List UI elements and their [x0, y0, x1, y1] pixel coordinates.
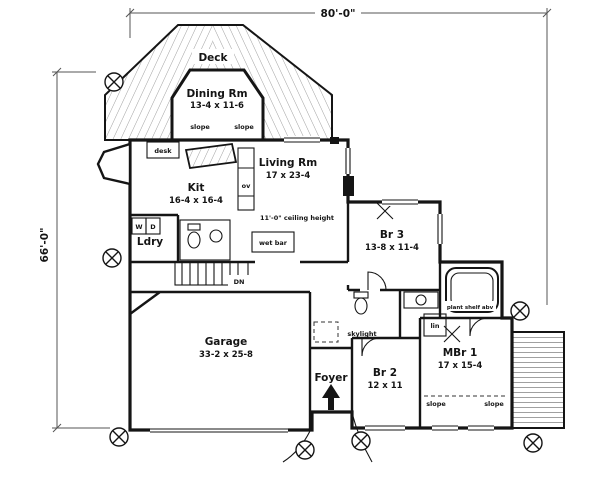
right-deck — [511, 331, 565, 429]
linen-label: lin — [430, 322, 439, 330]
height-dimension: 66'-0" — [39, 228, 51, 263]
wall-jamb — [330, 137, 339, 144]
post-marker — [102, 248, 122, 268]
annotations: slope slope desk ov W D wet bar skylight… — [135, 123, 504, 408]
kitchen-label: Kit — [188, 182, 205, 194]
desk-label: desk — [154, 147, 172, 155]
skylight-box — [313, 321, 339, 343]
skylight-label: skylight — [347, 330, 376, 338]
kitchen-size: 16-4 x 16-4 — [169, 196, 223, 206]
living-label: Living Rm — [259, 157, 317, 169]
slope-label-mbr-right: slope — [484, 400, 504, 408]
door-arc-br3 — [367, 271, 387, 291]
post-marker — [523, 433, 543, 453]
door-arc-br2 — [361, 337, 381, 357]
garage-label: Garage — [205, 336, 248, 348]
vanity — [403, 291, 439, 309]
wet-bar-label: wet bar — [259, 239, 288, 247]
kitchen-island — [184, 143, 238, 169]
dryer-label: D — [150, 223, 156, 231]
post-marker — [104, 72, 124, 92]
entry-arrow — [322, 384, 340, 410]
slope-label-mbr-left: slope — [426, 400, 446, 408]
stairs-down-label: DN — [234, 278, 245, 286]
br2-size: 12 x 11 — [367, 381, 402, 391]
br3-label: Br 3 — [380, 229, 404, 241]
slope-label-dining-right: slope — [234, 123, 254, 131]
room-labels: Deck Dining Rm 13-4 x 11-6 Living Rm 17 … — [137, 49, 482, 391]
dining-label: Dining Rm — [186, 88, 247, 100]
post-marker — [351, 431, 371, 451]
door-arc-mbr — [469, 317, 489, 337]
toilet-1 — [187, 231, 201, 249]
sink-2 — [415, 294, 427, 306]
toilet-tank-2 — [353, 291, 369, 299]
mbr1-size: 17 x 15-4 — [438, 361, 483, 371]
dryer-box — [145, 217, 161, 235]
garage-size: 33-2 x 25-8 — [199, 350, 253, 360]
post-markers — [102, 72, 543, 460]
deck-label: Deck — [198, 52, 228, 64]
wet-bar-counter — [251, 231, 295, 253]
sink-1 — [209, 229, 223, 243]
toilet-2 — [354, 297, 368, 315]
dining-size: 13-4 x 11-6 — [190, 101, 244, 111]
washer-label: W — [135, 223, 142, 231]
br3-size: 13-8 x 11-4 — [365, 243, 419, 253]
post-marker — [295, 440, 315, 460]
width-dimension: 80'-0" — [321, 8, 356, 20]
br2-label: Br 2 — [373, 367, 397, 379]
left-bay-window — [96, 142, 132, 186]
house-outline — [96, 138, 514, 432]
desk — [146, 141, 180, 159]
powder-room — [179, 219, 231, 261]
oven-label: ov — [242, 182, 251, 190]
tub — [445, 267, 499, 313]
living-ceiling-note: 11'-0" ceiling height — [260, 214, 334, 222]
plant-shelf-label: plant shelf abv — [447, 305, 494, 311]
post-marker — [109, 427, 129, 447]
dimension-lines: 80'-0" 66'-0" — [39, 6, 552, 433]
post-marker — [510, 301, 530, 321]
doors-windows — [150, 136, 494, 434]
stairs: DN — [174, 261, 250, 286]
foyer-label: Foyer — [314, 372, 348, 384]
slope-label-dining-left: slope — [190, 123, 210, 131]
interior-walls — [129, 202, 502, 430]
oven-cabinet — [237, 147, 255, 211]
toilet-tank-1 — [187, 223, 201, 231]
living-size: 17 x 23-4 — [266, 171, 311, 181]
laundry-label: Ldry — [137, 236, 163, 248]
mbr1-label: MBr 1 — [443, 347, 478, 359]
fireplace — [343, 176, 354, 196]
fan-symbol-mbr — [443, 325, 461, 343]
linen-closet — [423, 313, 447, 337]
